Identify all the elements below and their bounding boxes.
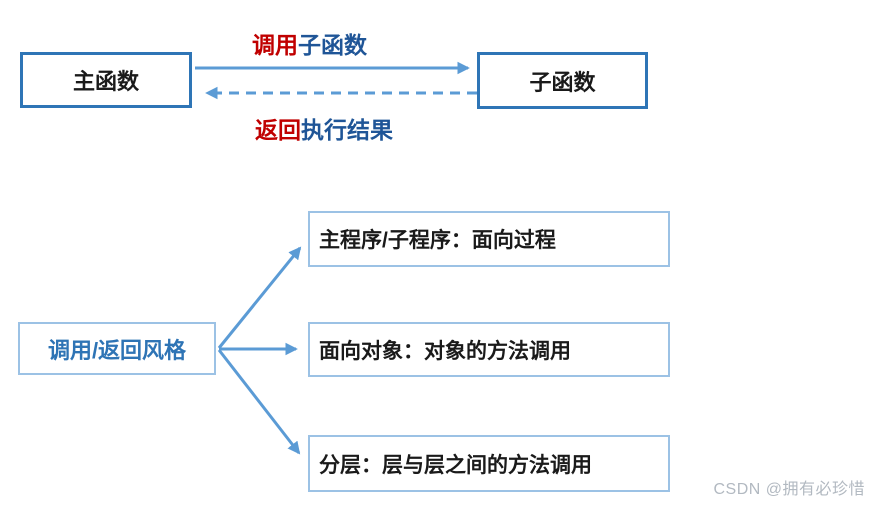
branch-box-object-oriented: 面向对象：对象的方法调用 xyxy=(308,322,670,377)
return-label-red: 返回 xyxy=(255,117,301,143)
main-function-box: 主函数 xyxy=(20,52,192,108)
branch-arrow-1 xyxy=(217,246,302,349)
call-label-red: 调用 xyxy=(252,32,298,58)
call-return-style-box: 调用/返回风格 xyxy=(18,322,216,375)
sub-function-box: 子函数 xyxy=(477,52,648,109)
branch-box-procedural: 主程序/子程序：面向过程 xyxy=(308,211,670,267)
return-arrow-label: 返回执行结果 xyxy=(255,111,393,145)
call-label-blue: 子函数 xyxy=(298,32,367,58)
branch-arrow-3 xyxy=(217,349,301,455)
branch-box-layered: 分层：层与层之间的方法调用 xyxy=(308,435,670,492)
watermark: CSDN @拥有必珍惜 xyxy=(713,481,865,498)
call-arrow-label: 调用子函数 xyxy=(252,26,367,60)
return-label-blue: 执行结果 xyxy=(301,117,393,143)
